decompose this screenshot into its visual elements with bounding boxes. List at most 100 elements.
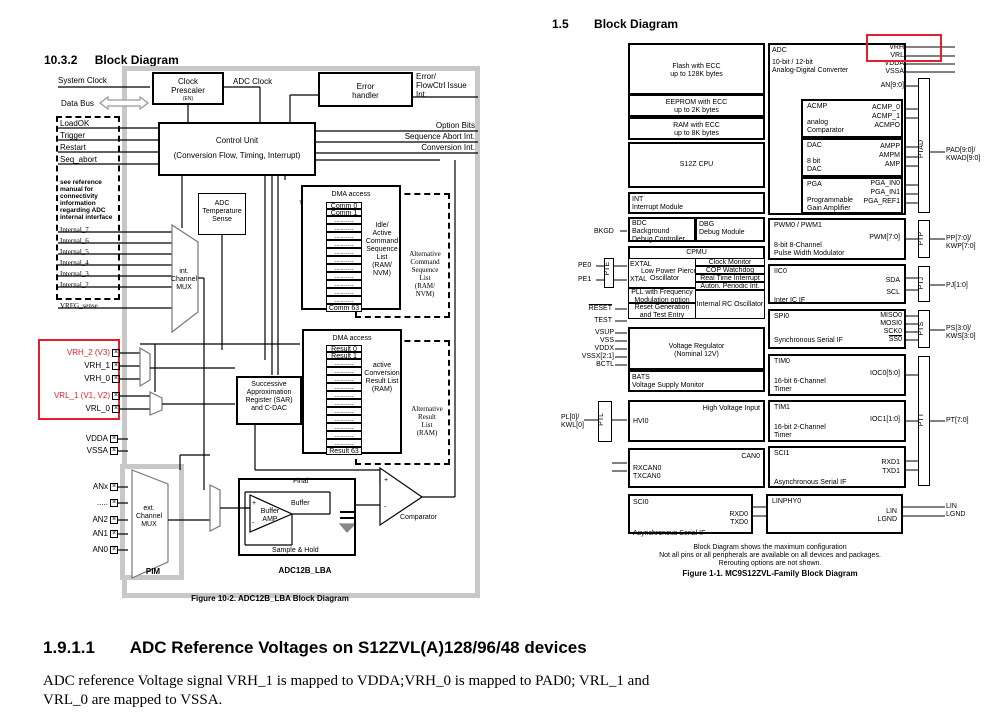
pin-label: VSSX[2:1] bbox=[581, 353, 614, 360]
pts-port bbox=[918, 310, 930, 348]
internal-7-label: Internal_7 bbox=[60, 226, 89, 234]
list-entry: .......... bbox=[326, 296, 362, 304]
list-entry: .......... bbox=[326, 375, 362, 383]
internal-4-label: Internal_4 bbox=[60, 259, 89, 267]
bkgd-pin: BKGD bbox=[594, 228, 614, 235]
ptt-ext-pins: PT[7:0] bbox=[946, 417, 969, 424]
ptp-label: PTP bbox=[918, 232, 925, 246]
pin-label: VDDX bbox=[594, 345, 614, 352]
analog-pin-name: ANx bbox=[92, 482, 108, 491]
error-handler: Error handler bbox=[318, 72, 413, 107]
amp-minus: - bbox=[252, 520, 255, 527]
list-entry: .......... bbox=[326, 359, 362, 367]
bottom-section-number: 1.9.1.1 bbox=[43, 638, 95, 657]
pin-label: MISO0 bbox=[880, 312, 902, 319]
pin-label: VSSA bbox=[885, 68, 904, 75]
cpmu-feature: Clock Monitor bbox=[695, 258, 765, 266]
list-entry: Result 63 bbox=[326, 447, 362, 455]
reference-pin-list: VRH_2 (V3)×VRH_1×VRH_0×VRL_1 (V1, V2)×VR… bbox=[40, 348, 120, 417]
internal-6-label: Internal_6 bbox=[60, 237, 89, 245]
ptad-ext-pins: PAD[9:0]/ KWAD[9:0] bbox=[946, 147, 981, 162]
voltage-regulator: Voltage Regulator (Nominal 12V) bbox=[628, 327, 765, 370]
list-entry: .......... bbox=[326, 240, 362, 248]
buffer-amp-label: Buffer AMP bbox=[260, 508, 280, 523]
list-entry: .......... bbox=[326, 232, 362, 240]
bottom-heading: 1.9.1.1 ADC Reference Voltages on S12ZVL… bbox=[43, 638, 587, 658]
option-bits-label: Option Bits bbox=[435, 121, 475, 130]
left-figure-caption: Figure 10-2. ADC12B_LBA Block Diagram bbox=[191, 594, 349, 603]
pga-block: PGA Programmable Gain Amplifier bbox=[801, 177, 903, 214]
comparator-plus: + bbox=[384, 477, 389, 484]
ptl-ext-pins: PL[0]/ KWL[0] bbox=[561, 414, 584, 429]
pin-label: BCTL bbox=[596, 361, 614, 368]
list-entry: Comm 1 bbox=[326, 209, 362, 217]
list-entry: .......... bbox=[326, 272, 362, 280]
pin-label: ACMP_0 bbox=[871, 104, 900, 111]
list-entry: Result 0 bbox=[326, 345, 362, 353]
temperature-sense: ADC Temperature Sense bbox=[198, 193, 246, 235]
analog-pin: .....× bbox=[70, 498, 118, 515]
list-entry: .......... bbox=[326, 399, 362, 407]
adc-module-frame bbox=[122, 66, 480, 598]
label-line: Alternative bbox=[411, 405, 443, 413]
analog-pin: AN0× bbox=[70, 545, 118, 561]
loadok-label: LoadOK bbox=[60, 119, 90, 128]
internal-5-label: Internal_5 bbox=[60, 248, 89, 256]
pin-label: AMPM bbox=[879, 152, 900, 159]
sample-hold-block bbox=[238, 478, 356, 556]
spi-block: SPI0 Synchronous Serial IF bbox=[768, 309, 906, 349]
clock-prescaler: Clock Prescaler (EN) bbox=[152, 72, 224, 105]
label-line: NVM) bbox=[415, 290, 435, 298]
bats-block: BATS Voltage Supply Monitor bbox=[628, 370, 765, 392]
label-line: Command bbox=[365, 238, 399, 245]
error-output-label: Error/ FlowCtrl Issue Int. bbox=[416, 72, 467, 99]
list-entry: .......... bbox=[326, 383, 362, 391]
ptad-label: PTAD bbox=[918, 140, 925, 159]
dbg-block: DBG Debug Module bbox=[695, 217, 765, 242]
dac-block: DAC 8 bit DAC bbox=[801, 138, 903, 177]
pts-ext-pins: PS[3:0]/ KWS[3:0] bbox=[946, 325, 976, 340]
list-entry: .......... bbox=[326, 280, 362, 288]
right-figure-caption: Figure 1-1. MC9S12ZVL-Family Block Diagr… bbox=[682, 569, 858, 578]
tim0-block: TIM0 IOC0[5:0] 16-bit 6-Channel Timer bbox=[768, 354, 906, 396]
seq-abort-label: Seq_abort bbox=[60, 155, 97, 164]
reference-pin: VRH_1× bbox=[40, 361, 120, 374]
pte-port bbox=[604, 258, 614, 288]
pin-label: AN[9:0] bbox=[880, 82, 904, 89]
label-line: NVM) bbox=[373, 270, 391, 277]
label-line: Sequence bbox=[366, 246, 398, 253]
label-line: Active bbox=[372, 230, 392, 237]
adc12b-lba-label: ADC12B_LBA bbox=[278, 566, 332, 575]
system-clock-label: System Clock bbox=[58, 76, 107, 85]
sar-block: Successive Approximation Register (SAR) … bbox=[236, 376, 302, 425]
analog-pin-name: ..... bbox=[96, 498, 108, 507]
label-line: Conversion bbox=[364, 370, 400, 377]
internal-2-label: Internal_2 bbox=[60, 281, 89, 289]
reference-pin: VRH_2 (V3)× bbox=[40, 348, 120, 361]
reference-pin-name: VRL_1 (V1, V2) bbox=[53, 391, 110, 400]
label-line: List bbox=[419, 274, 431, 282]
pin-label: AMP bbox=[884, 161, 900, 168]
pin-label: ACMPO bbox=[874, 122, 900, 129]
list-entry: .......... bbox=[326, 216, 362, 224]
list-entry: .......... bbox=[326, 367, 362, 375]
pin-label: VSS bbox=[599, 337, 614, 344]
bottom-section-title: ADC Reference Voltages on S12ZVL(A)128/9… bbox=[129, 638, 587, 657]
pin-icon: × bbox=[110, 446, 118, 455]
list-entry: .......... bbox=[326, 256, 362, 264]
ptj-label: PTJ bbox=[918, 277, 925, 290]
sequence-abort-label: Sequence Abort Int. bbox=[404, 132, 475, 141]
adc-clock-label: ADC Clock bbox=[233, 77, 273, 86]
label-line: Result bbox=[418, 413, 436, 421]
list-entry: .......... bbox=[326, 439, 362, 447]
reference-pin-name: VRL_0 bbox=[85, 404, 110, 413]
label-line: Sequence bbox=[411, 266, 439, 274]
